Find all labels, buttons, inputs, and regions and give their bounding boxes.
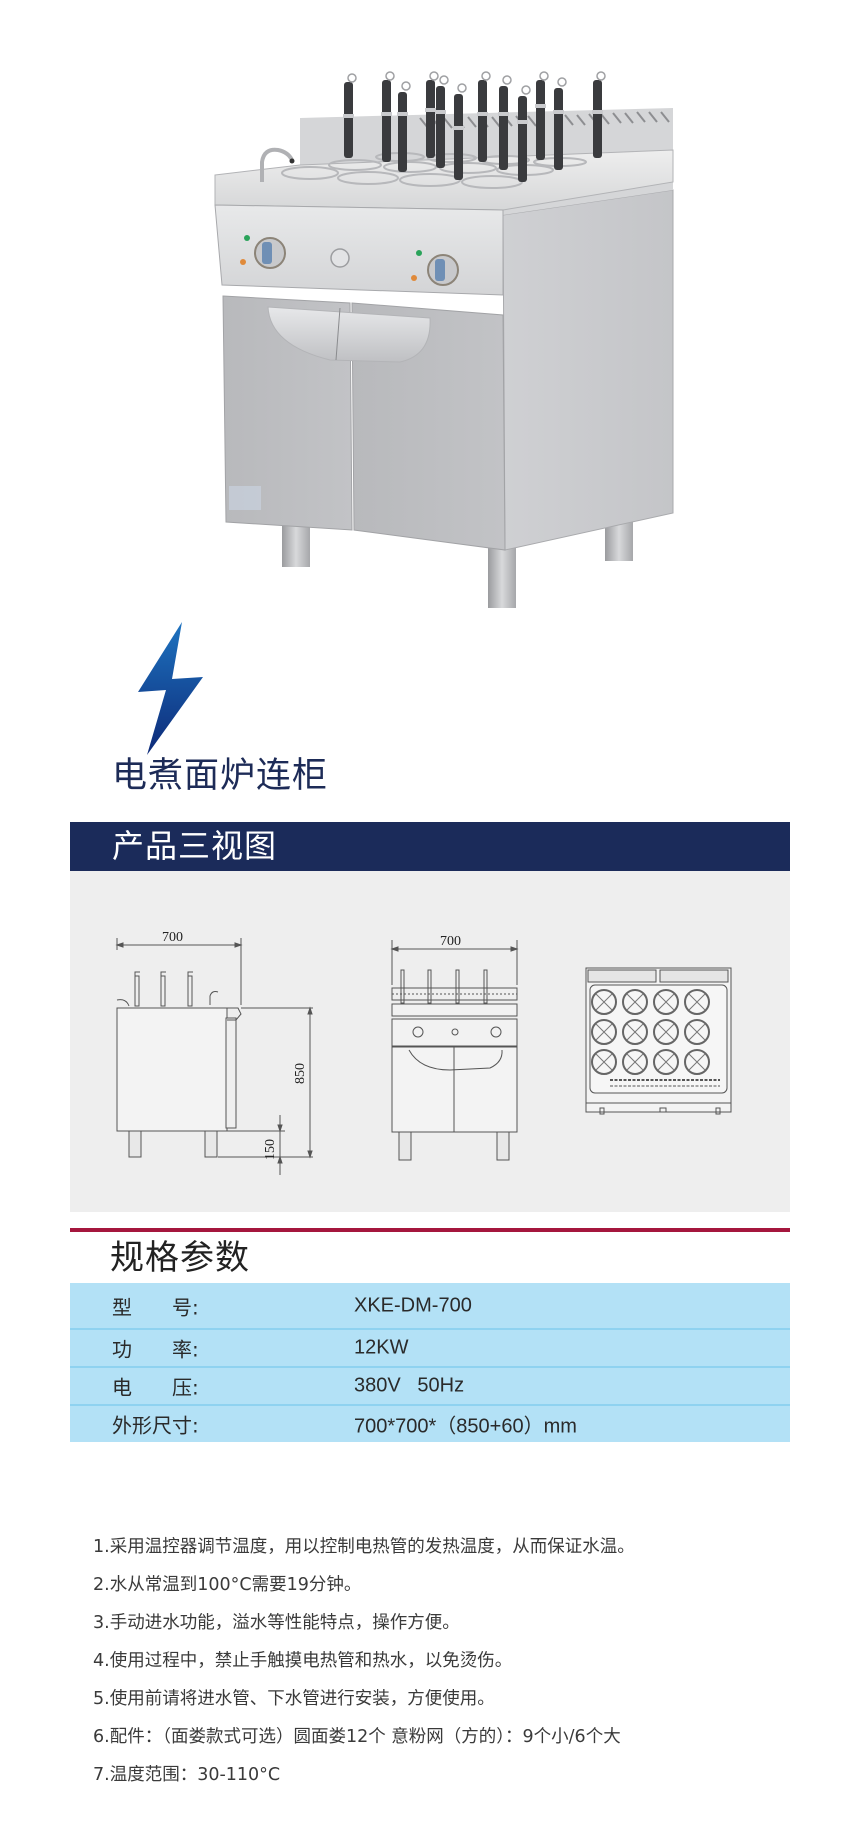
orange-indicator-right bbox=[411, 275, 417, 281]
section-divider-red bbox=[70, 1228, 790, 1232]
side-width-label: 700 bbox=[162, 930, 183, 945]
front-width-label: 700 bbox=[440, 934, 461, 949]
spec-row-model: 型 号: XKE-DM-700 bbox=[70, 1283, 790, 1328]
note-item: 5.使用前请将进水管、下水管进行安装，方便使用。 bbox=[93, 1689, 495, 1709]
spec-row-power: 功 率: 12KW bbox=[70, 1328, 790, 1366]
spec-value: 700*700*（850+60）mm bbox=[354, 1415, 577, 1438]
water-valve-knob bbox=[330, 248, 350, 268]
three-view-drawings: 700 700 850 150 bbox=[115, 930, 732, 1175]
green-indicator-right bbox=[416, 250, 422, 256]
spec-section-title: 规格参数 bbox=[110, 1238, 250, 1278]
basket-handles bbox=[343, 71, 606, 182]
three-views-title: 产品三视图 bbox=[112, 827, 278, 865]
spec-label: 电 压: bbox=[112, 1375, 199, 1400]
left-temperature-knob bbox=[254, 237, 286, 269]
note-item: 7.温度范围：30-110°C bbox=[93, 1765, 281, 1785]
spec-row-dimensions: 外形尺寸: 700*700*（850+60）mm bbox=[70, 1404, 790, 1442]
spec-value: 12KW bbox=[354, 1336, 409, 1359]
faucet bbox=[260, 147, 294, 182]
feature-notes: 1.采用温控器调节温度，用以控制电热管的发热温度，从而保证水温。 2.水从常温到… bbox=[93, 1528, 813, 1794]
spec-row-voltage: 电 压: 380V 50Hz bbox=[70, 1366, 790, 1404]
spec-label: 外形尺寸: bbox=[112, 1413, 199, 1438]
spec-label: 功 率: bbox=[112, 1337, 199, 1362]
height-label: 850 bbox=[293, 1063, 308, 1084]
product-title: 电煮面炉连柜 bbox=[112, 756, 329, 796]
lightning-bolt-icon bbox=[138, 622, 203, 755]
spec-value: 380V 50Hz bbox=[354, 1374, 465, 1397]
door-handle bbox=[267, 306, 431, 363]
spec-table: 型 号: XKE-DM-700 功 率: 12KW 电 压: 380V 50Hz… bbox=[70, 1283, 790, 1442]
side-view-drawing bbox=[115, 938, 313, 1175]
front-view-drawing bbox=[390, 940, 519, 1161]
note-item: 4.使用过程中，禁止手触摸电热管和热水，以免烫伤。 bbox=[93, 1651, 513, 1671]
spec-label: 型 号: bbox=[112, 1295, 199, 1319]
product-image bbox=[214, 71, 674, 608]
spec-value: XKE-DM-700 bbox=[354, 1294, 472, 1316]
note-item: 3.手动进水功能，溢水等性能特点，操作方便。 bbox=[93, 1613, 460, 1633]
orange-indicator-left bbox=[240, 259, 246, 265]
right-temperature-knob bbox=[427, 254, 459, 286]
note-item: 2.水从常温到100°C需要19分钟。 bbox=[93, 1575, 362, 1595]
green-indicator-left bbox=[244, 235, 250, 241]
note-item: 1.采用温控器调节温度，用以控制电热管的发热温度，从而保证水温。 bbox=[93, 1537, 635, 1557]
note-item: 6.配件：（面娄款式可选）圆面娄12个 意粉网（方的）：9个小/6个大 bbox=[93, 1727, 621, 1747]
leg-height-label: 150 bbox=[263, 1139, 278, 1160]
cabinet-doors bbox=[222, 295, 506, 551]
top-view-drawing bbox=[585, 967, 732, 1115]
three-views-header: 产品三视图 bbox=[70, 822, 790, 871]
